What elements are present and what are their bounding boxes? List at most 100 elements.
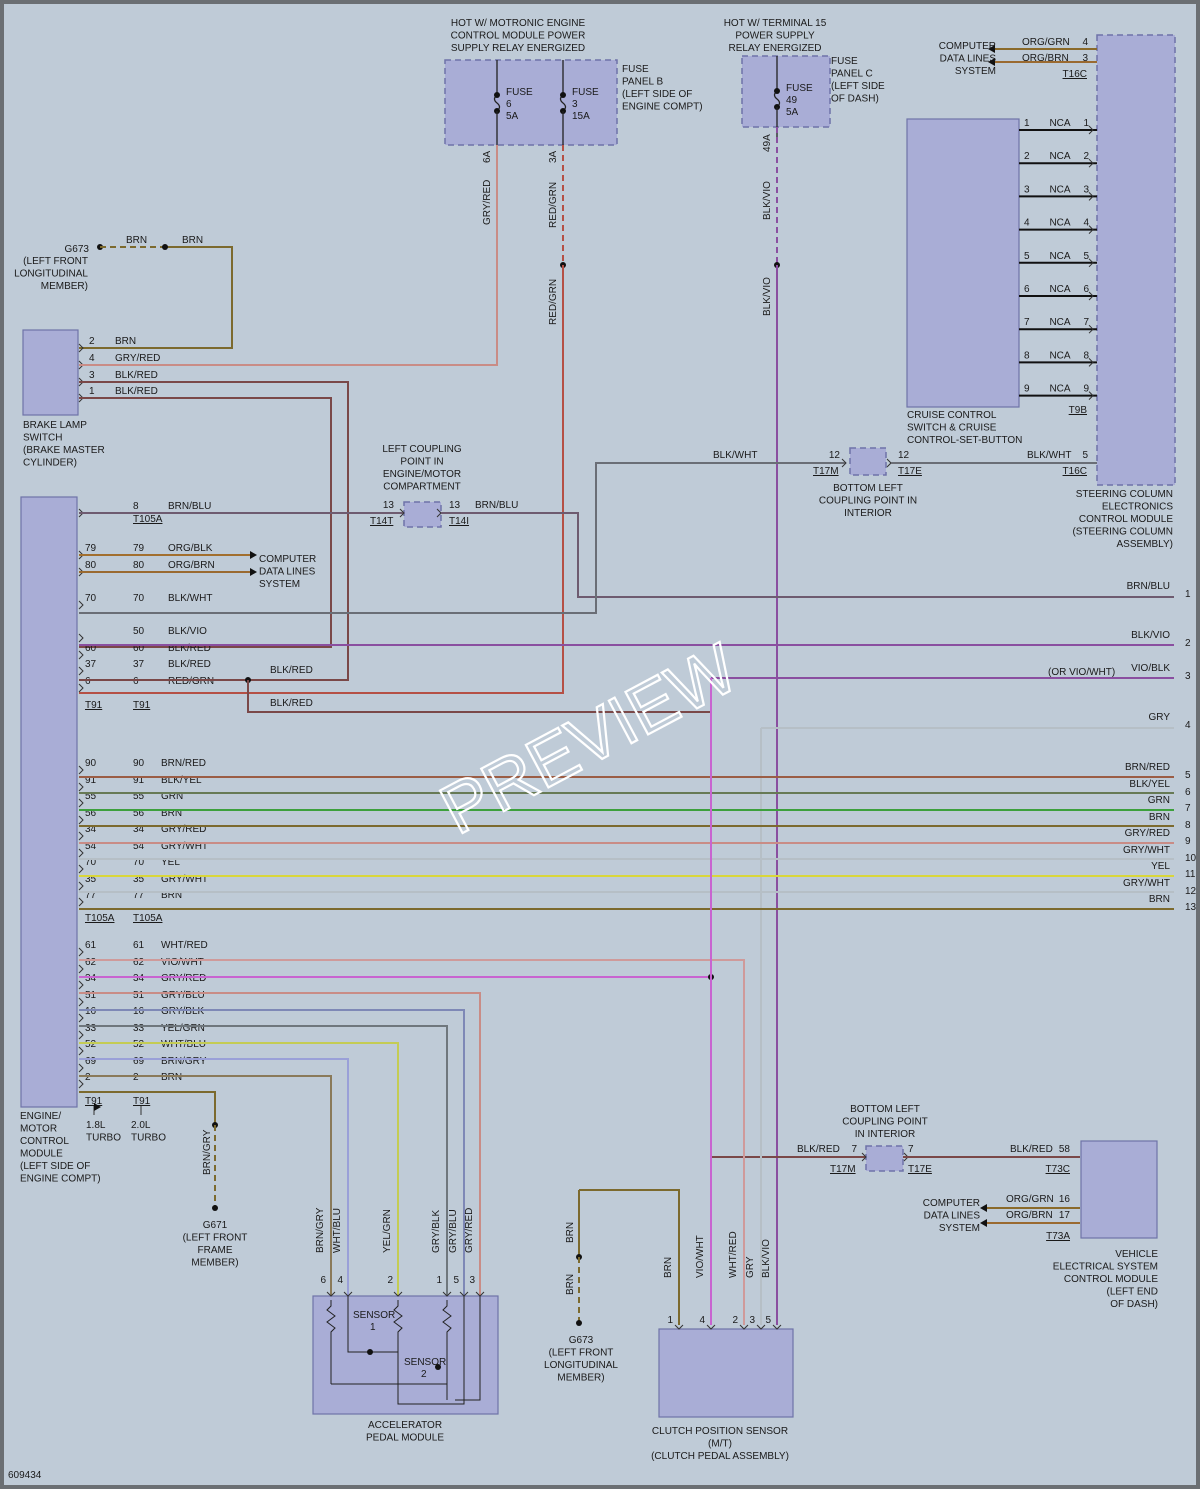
continuation-number: 7	[1185, 803, 1191, 814]
connector-t16c-bottom: T16C	[1063, 466, 1087, 477]
ecm-outer-pin-number: 79	[85, 543, 97, 554]
ecm-data-lines-label-line: DATA LINES	[259, 567, 316, 578]
fuse6-output-label: 6A	[482, 150, 493, 163]
coupling-top-pin-left: 12	[829, 450, 841, 461]
engine-coupling-pin-left: 13	[383, 500, 395, 511]
sensor-common-b	[397, 1296, 465, 1405]
connector-t91-b: T91	[133, 700, 151, 711]
engine-note-20l-line: TURBO	[131, 1133, 166, 1144]
continuation-wire-label: BRN/BLU	[1127, 581, 1170, 592]
coupling-top-label-line: INTERIOR	[844, 508, 892, 519]
clutch-brn-wire	[579, 1189, 680, 1325]
nca-pin-left: 8	[1024, 350, 1030, 361]
continuation-wire-label: VIO/BLK	[1131, 663, 1170, 674]
accel-pin-number: 2	[387, 1275, 393, 1286]
fuse49-rating: 5A	[786, 107, 799, 118]
vehicle-pin-16: 16	[1059, 1194, 1071, 1205]
g671-label: FRAME	[198, 1245, 233, 1256]
ecm-outer-pin-number: 2	[85, 1072, 91, 1083]
redgrn-wire	[79, 265, 564, 694]
clutch-pin-chevron	[706, 1324, 716, 1330]
accel-wire-label: GRY/BLK	[431, 1210, 442, 1253]
sensor1-resistor-a	[326, 1300, 336, 1384]
ecm-data-lines-label-line: SYSTEM	[259, 579, 300, 590]
clutch-pin-number: 3	[749, 1315, 755, 1326]
terminal15-supply-label-line: POWER SUPPLY	[735, 31, 815, 42]
ecm-outer-pin-number: 33	[85, 1023, 97, 1034]
pin-chevron	[78, 815, 84, 825]
note-arrow-head	[94, 1103, 101, 1111]
ecm-outer-pin-number: 51	[85, 990, 97, 1001]
nca-pin-right: 8	[1083, 350, 1089, 361]
ecm-wire-label: VIO/WHT	[161, 957, 204, 968]
nca-label: NCA	[1049, 284, 1070, 295]
fuse49-element	[773, 90, 781, 108]
ecm-blkwht-wire	[79, 462, 846, 614]
brake-pin-number: 4	[89, 353, 95, 364]
blkwht-label-right: BLK/WHT	[1027, 450, 1071, 461]
ecm-label-line: CONTROL	[20, 1136, 69, 1147]
pin-chevron	[78, 964, 84, 974]
accel-pin-number: 3	[469, 1275, 475, 1286]
ecm-wire-label: RED/GRN	[168, 676, 214, 687]
ecm-inner-pin-number: 69	[133, 1056, 145, 1067]
brake-pin-number: 3	[89, 370, 95, 381]
ecm-inner-pin-number: 2	[133, 1072, 139, 1083]
accel-pin-chevron	[442, 1291, 452, 1297]
ecm-inner-pin-number: 51	[133, 990, 145, 1001]
steering-column-module-label-line: (STEERING COLUMN	[1072, 527, 1173, 538]
ecm-inner-pin-number: 90	[133, 758, 145, 769]
ecm-inner-pin-number: 91	[133, 775, 145, 786]
clutch-wire-label: BLK/VIO	[761, 1239, 772, 1278]
connector-t105a-b: T105A	[133, 913, 163, 924]
pin-chevron	[78, 1079, 84, 1089]
g673-top-label: MEMBER)	[41, 281, 88, 292]
continuation-wire-label: YEL	[1151, 861, 1170, 872]
engine-coupling-label-line: COMPARTMENT	[383, 482, 460, 493]
nca-label: NCA	[1049, 317, 1070, 328]
continuation-number: 6	[1185, 787, 1191, 798]
pin-chevron	[78, 782, 84, 792]
brn-label-1: BRN	[126, 235, 147, 246]
steering-pin-chevron	[1088, 225, 1094, 234]
ecm-wire-label: YEL	[161, 857, 180, 868]
ecm-outer-pin-number: 91	[85, 775, 97, 786]
steering-pin-chevron	[1088, 391, 1094, 400]
ecm-wire-label: WHT/BLU	[161, 1039, 206, 1050]
nca-pin-right: 3	[1083, 184, 1089, 195]
ecm-outer-pin-number: 70	[85, 593, 97, 604]
ecm-brngry-accel-wire	[79, 1075, 332, 1296]
clutch-pin-chevron	[756, 1324, 766, 1330]
continuation-number: 8	[1185, 820, 1191, 831]
connector-t73a: T73A	[1046, 1231, 1070, 1242]
steering-pin-chevron	[1088, 192, 1094, 201]
sensor2-number: 2	[421, 1369, 427, 1380]
ecm-outer-pin-number: 37	[85, 659, 97, 670]
blkwht-label-left: BLK/WHT	[713, 450, 757, 461]
ecm-brn-ground-wire	[79, 1091, 216, 1125]
redgrn-label-top: RED/GRN	[548, 182, 559, 228]
engine-coupling-box	[403, 501, 442, 528]
ecm-inner-pin-number: 33	[133, 1023, 145, 1034]
vehicle-data-lines-label-line: DATA LINES	[924, 1211, 981, 1222]
nca-pin-right: 9	[1083, 384, 1089, 395]
cruise-control-switch-label-line: CRUISE CONTROL	[907, 410, 997, 421]
engine-note-18l-line: TURBO	[86, 1133, 121, 1144]
ecm-grybl-accel-wire	[79, 1009, 465, 1296]
nca-pin-left: 1	[1024, 118, 1030, 129]
steering-column-module-label-line: STEERING COLUMN	[1076, 489, 1173, 500]
ecm-wire-label: GRY/RED	[161, 824, 206, 835]
pin-chevron	[78, 343, 84, 353]
accel-pin-number: 4	[337, 1275, 343, 1286]
ecm-wire-label: BRN	[161, 1072, 182, 1083]
ecm-whtred-wire	[79, 959, 745, 1325]
steering-data-lines-label-line: SYSTEM	[955, 66, 996, 77]
continuation-number: 12	[1185, 886, 1197, 897]
fuse6-number: 6	[506, 99, 512, 110]
ecm-wire-label: BRN/GRY	[161, 1056, 207, 1067]
continuation-number: 1	[1185, 589, 1191, 600]
vehicle-orggrn-label: ORG/GRN	[1006, 1194, 1054, 1205]
